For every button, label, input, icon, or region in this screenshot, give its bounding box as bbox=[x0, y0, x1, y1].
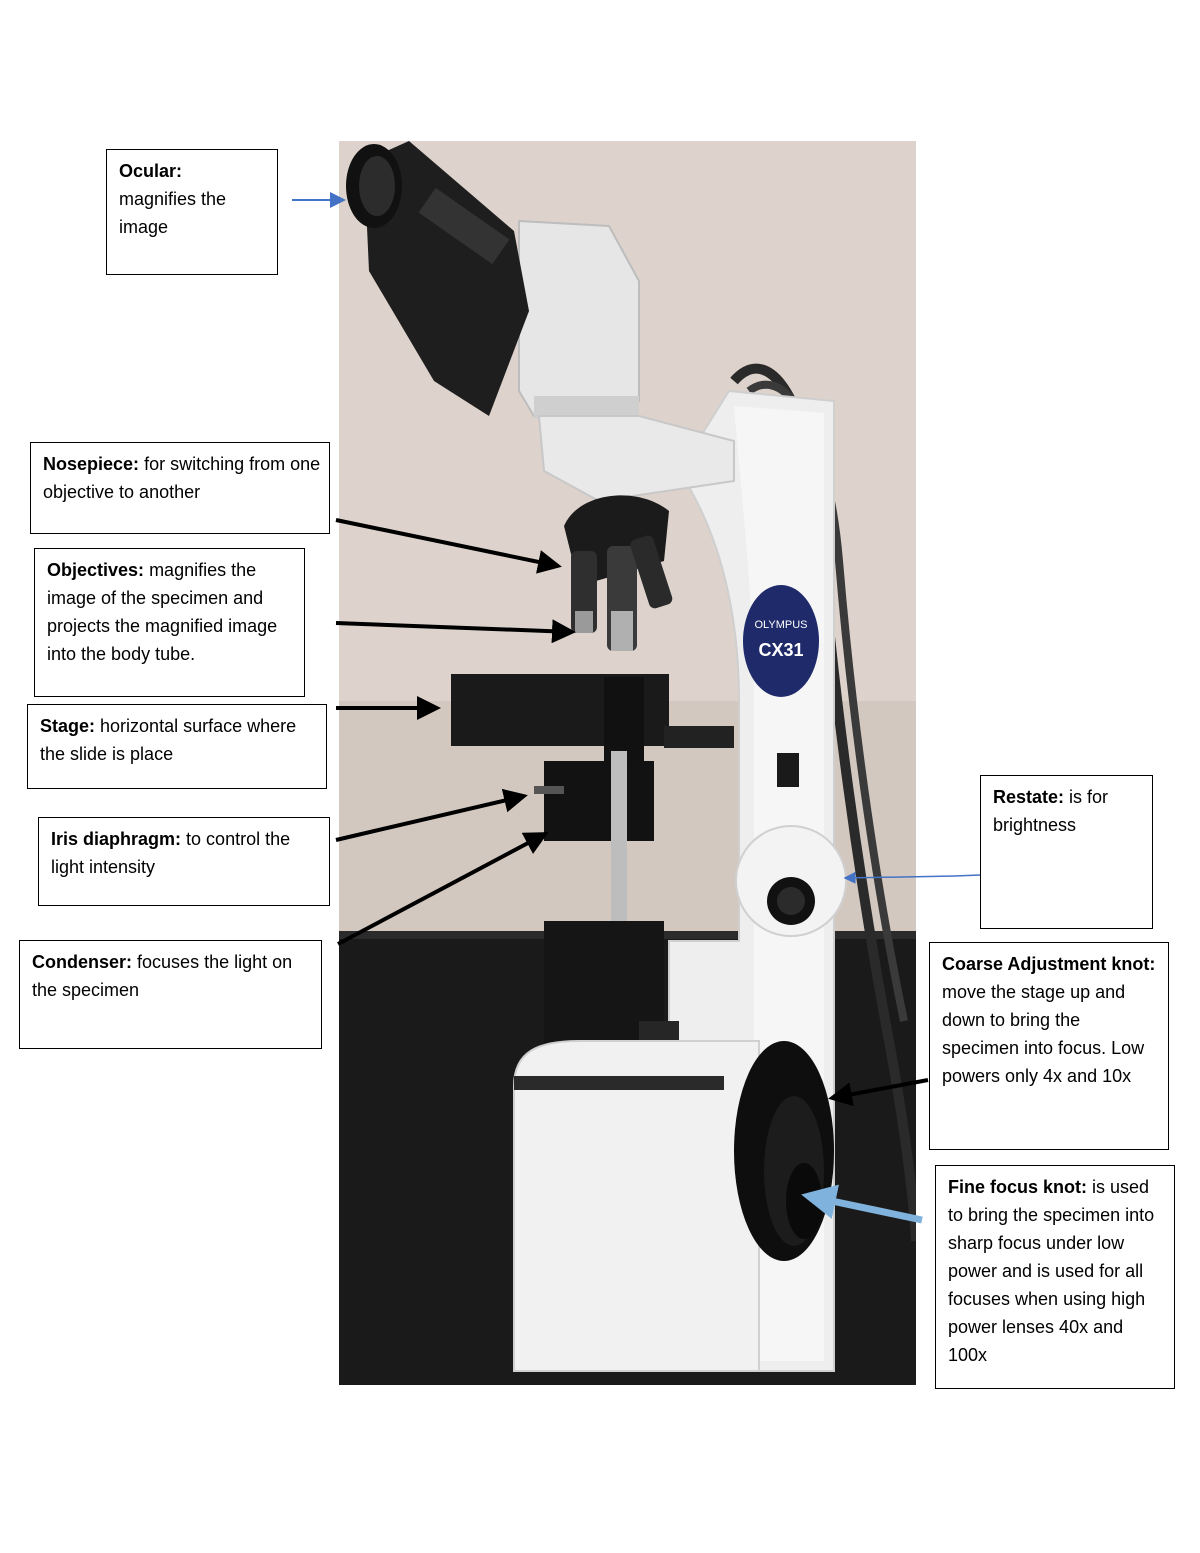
coarse-title: Coarse Adjustment knot: bbox=[942, 954, 1156, 974]
restate-text: is for brightness bbox=[993, 787, 1109, 835]
iris-title: Iris diaphragm: bbox=[51, 829, 182, 849]
focus-knob bbox=[734, 1041, 834, 1261]
eyepiece bbox=[346, 141, 529, 416]
ocular-title: Ocular: bbox=[119, 161, 183, 181]
svg-text:CX31: CX31 bbox=[758, 640, 803, 660]
objectives-title: Objectives: bbox=[47, 560, 145, 580]
ocular-label: Ocular: magnifies the image bbox=[106, 149, 278, 275]
restate-label: Restate: is for brightness bbox=[980, 775, 1153, 929]
iris-text: to control the light intensity bbox=[51, 829, 291, 877]
restate-title: Restate: bbox=[993, 787, 1065, 807]
base bbox=[513, 1040, 760, 1372]
ocular-text: magnifies the image bbox=[119, 189, 227, 237]
fine-text: is used to bring the specimen into sharp… bbox=[948, 1177, 1155, 1365]
stage-label: Stage: horizontal surface where the slid… bbox=[27, 704, 327, 789]
nosepiece-title: Nosepiece: bbox=[43, 454, 140, 474]
coarse-adjustment-label: Coarse Adjustment knot: move the stage u… bbox=[929, 942, 1169, 1150]
objectives bbox=[571, 535, 673, 651]
microscope-photo: OLYMPUS CX31 bbox=[339, 141, 916, 1385]
stage-title: Stage: bbox=[40, 716, 96, 736]
condenser-text: focuses the light on the specimen bbox=[32, 952, 293, 1000]
power-switch bbox=[777, 753, 799, 787]
iris-label: Iris diaphragm: to control the light int… bbox=[38, 817, 330, 906]
fine-focus-label: Fine focus knot: is used to bring the sp… bbox=[935, 1165, 1175, 1389]
brightness-knob bbox=[735, 825, 847, 937]
stage bbox=[451, 674, 734, 762]
condenser bbox=[534, 761, 654, 841]
coarse-text: move the stage up and down to bring the … bbox=[942, 982, 1145, 1086]
microscope-head bbox=[518, 219, 640, 418]
condenser-title: Condenser: bbox=[32, 952, 133, 972]
objectives-text: magnifies the image of the specimen and … bbox=[47, 560, 278, 664]
stage-text: horizontal surface where the slide is pl… bbox=[40, 716, 297, 764]
svg-text:OLYMPUS: OLYMPUS bbox=[755, 619, 808, 631]
objectives-label: Objectives: magnifies the image of the s… bbox=[34, 548, 305, 697]
nosepiece-text: for switching from one objective to anot… bbox=[43, 454, 321, 502]
fine-title: Fine focus knot: bbox=[948, 1177, 1087, 1197]
brand-badge: OLYMPUS CX31 bbox=[743, 585, 819, 697]
nosepiece-label: Nosepiece: for switching from one object… bbox=[30, 442, 330, 534]
condenser-label: Condenser: focuses the light on the spec… bbox=[19, 940, 322, 1049]
